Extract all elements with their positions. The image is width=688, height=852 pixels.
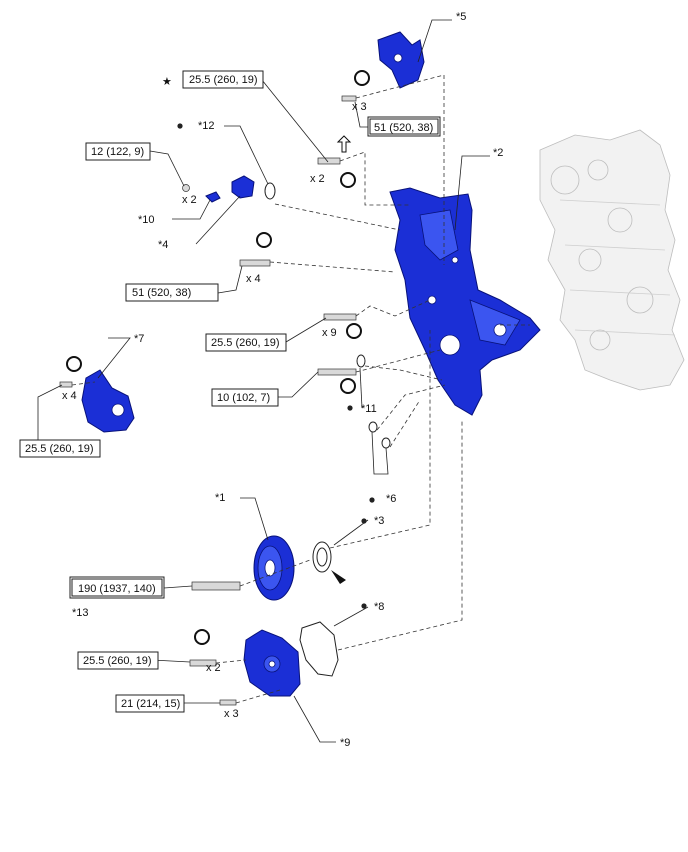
callout-p7: *7 (134, 333, 144, 345)
qty-x2-p9: x 2 (206, 662, 221, 674)
torque-box-star (182, 70, 264, 89)
water-pump-gasket (299, 621, 339, 677)
qty-x3-top: x 3 (352, 101, 367, 113)
qty-x9: x 9 (322, 327, 337, 339)
tool-symbols (66, 70, 370, 645)
torque-text-p9: 25.5 (260, 19) (83, 655, 152, 667)
bolts (59, 95, 357, 706)
callout-p4: *4 (158, 239, 168, 251)
gasket-ring (264, 182, 276, 200)
torque-text-10: 10 (102, 7) (217, 392, 270, 404)
callout-p5: *5 (456, 11, 466, 23)
callout-p2: *2 (493, 147, 503, 159)
callout-p13: *13 (72, 607, 89, 619)
torque-box-p9 (77, 651, 159, 670)
torque-text-21: 21 (214, 15) (121, 698, 180, 710)
qty-x4-mid: x 4 (246, 273, 261, 285)
callout-p8: *8 (374, 601, 384, 613)
crank-pulley (253, 535, 295, 601)
part-callouts: *5 *2 *12 *10 *4 *7 *11 *6 *1 *3 *13 *8 … (72, 11, 503, 749)
torque-box-mid-51 (125, 283, 219, 302)
torque-text-p7: 25.5 (260, 19) (25, 443, 94, 455)
torque-box-12 (85, 142, 151, 161)
dashed-guides (71, 74, 530, 704)
small-bracket (182, 175, 255, 203)
callout-p1: *1 (215, 492, 225, 504)
o-ring-6b (381, 437, 391, 449)
oil-seal (312, 541, 332, 573)
water-pump (243, 629, 301, 697)
star-symbol: ★ (162, 76, 172, 88)
torque-text-190: 190 (1937, 140) (78, 583, 156, 595)
callout-p9: *9 (340, 737, 350, 749)
torque-text-star: 25.5 (260, 19) (189, 74, 258, 86)
torque-box-21 (115, 694, 185, 713)
callout-p6: *6 (386, 493, 396, 505)
torque-text-mid-51: 51 (520, 38) (132, 287, 191, 299)
qty-x2-p10: x 2 (182, 194, 197, 206)
callout-p3: *3 (374, 515, 384, 527)
note-dots (177, 123, 375, 609)
part-7 (81, 369, 135, 433)
engine-block (539, 129, 685, 391)
callout-p11: *11 (361, 403, 377, 415)
torque-text-12: 12 (122, 9) (91, 146, 144, 158)
torque-text-x9: 25.5 (260, 19) (211, 337, 280, 349)
timing-chain-cover (389, 187, 541, 416)
torque-box-p7 (19, 439, 101, 458)
callout-p10: *10 (138, 214, 155, 226)
qty-x4-p7: x 4 (62, 390, 77, 402)
qty-x3-p9: x 3 (224, 708, 239, 720)
torque-text-top-51: 51 (520, 38) (374, 122, 433, 134)
qty-x2-star: x 2 (310, 173, 325, 185)
torque-box-x9 (205, 333, 287, 352)
torque-labels: 25.5 (260, 19) 51 (520, 38) 12 (122, 9) … (19, 70, 441, 713)
o-ring-6a (368, 421, 378, 433)
leader-lines (37, 19, 490, 743)
quantity-labels: x 2 x 3 x 2 x 4 x 9 x 4 x 2 x 3 (62, 101, 367, 720)
o-ring-11 (356, 354, 366, 368)
torque-box-10 (211, 388, 279, 407)
callout-p12: *12 (198, 120, 215, 132)
bracket-part (377, 31, 425, 89)
